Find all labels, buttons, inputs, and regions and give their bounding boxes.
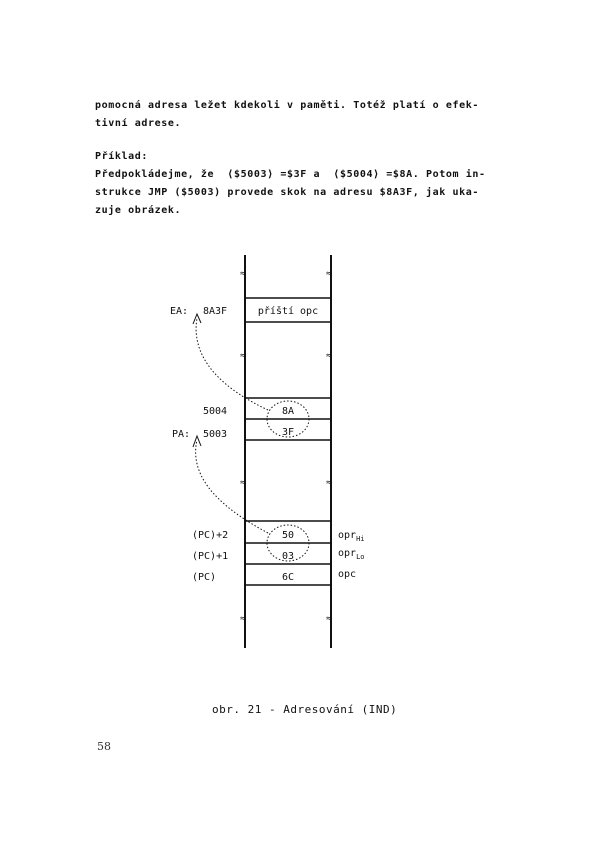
pc-plus-1-label: (PC)+1 bbox=[192, 551, 228, 562]
operand-lo-label: oprLo bbox=[338, 548, 365, 561]
break-mark: ≈ bbox=[240, 614, 246, 624]
value-8a: 8A bbox=[282, 406, 294, 417]
break-marks: ≈ ≈ ≈ ≈ ≈ ≈ ≈ ≈ bbox=[240, 269, 332, 624]
pointer-arrow-to-pa bbox=[195, 439, 269, 534]
operand-hi-label: oprHi bbox=[338, 530, 365, 543]
example-heading: Příklad: bbox=[95, 151, 148, 162]
value-03: 03 bbox=[282, 551, 294, 562]
paragraph-example: Příklad: Předpokládejme, že ⟨$5003⟩ =$3F… bbox=[95, 148, 515, 220]
operand-highlight-circle bbox=[266, 524, 310, 562]
figure-caption: obr. 21 - Adresování (IND) bbox=[212, 703, 398, 716]
cells-instruction: 50 03 6C bbox=[245, 520, 331, 586]
ea-label: EA: bbox=[170, 306, 188, 317]
cell-next-opc: příští opc bbox=[245, 297, 331, 323]
break-mark: ≈ bbox=[240, 478, 246, 488]
text-line: zuje obrázek. bbox=[95, 205, 182, 216]
break-mark: ≈ bbox=[326, 614, 332, 624]
break-mark: ≈ bbox=[326, 269, 332, 279]
cells-pointer: 8A 3F bbox=[245, 397, 331, 441]
pa-label: PA: bbox=[172, 429, 190, 440]
paragraph-intro: pomocná adresa ležet kdekoli v paměti. T… bbox=[95, 97, 515, 133]
page-number: 58 bbox=[97, 740, 111, 753]
break-mark: ≈ bbox=[240, 351, 246, 361]
arrowhead bbox=[192, 434, 202, 448]
value-3f: 3F bbox=[282, 427, 294, 438]
pc-label: (PC) bbox=[192, 572, 216, 583]
pointer-arrow-to-ea bbox=[195, 317, 269, 411]
break-mark: ≈ bbox=[240, 269, 246, 279]
address-5003: 5003 bbox=[203, 429, 227, 440]
address-5004: 5004 bbox=[203, 406, 227, 417]
next-opc-text: příští opc bbox=[258, 305, 318, 317]
break-mark: ≈ bbox=[326, 351, 332, 361]
break-mark: ≈ bbox=[326, 478, 332, 488]
text-line: Předpokládejme, že ⟨$5003⟩ =$3F a ⟨$5004… bbox=[95, 169, 486, 180]
opcode-label: opc bbox=[338, 569, 356, 580]
text-line: strukce JMP ($5003) provede skok na adre… bbox=[95, 187, 479, 198]
text-line: tivní adrese. bbox=[95, 118, 182, 129]
value-6c: 6C bbox=[282, 572, 294, 583]
text-line: pomocná adresa ležet kdekoli v paměti. T… bbox=[95, 100, 479, 111]
ea-address: 8A3F bbox=[203, 306, 227, 317]
pointer-highlight-circle bbox=[266, 400, 310, 438]
arrowhead bbox=[192, 312, 202, 325]
value-50: 50 bbox=[282, 530, 294, 541]
pc-plus-2-label: (PC)+2 bbox=[192, 530, 228, 541]
